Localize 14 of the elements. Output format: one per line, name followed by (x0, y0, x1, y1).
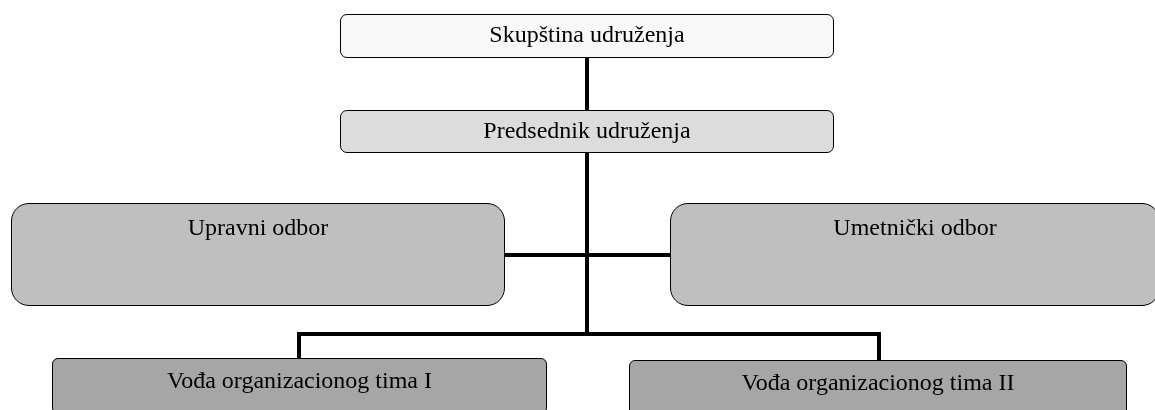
box-label: Upravni odbor (187, 214, 329, 241)
box-label: Vođa organizacionog tima I (166, 367, 432, 394)
box-label: Vođa organizacionog tima II (741, 369, 1015, 396)
org-box (629, 360, 1127, 410)
connector-line (585, 58, 589, 110)
box-label: Umetnički odbor (833, 214, 997, 241)
org-box (670, 203, 1155, 306)
org-box (340, 110, 834, 153)
box-label: Skupština udruženja (489, 21, 685, 48)
connector-line (585, 153, 881, 360)
org-box (11, 203, 505, 306)
org-box (52, 358, 547, 410)
org-box (340, 14, 834, 58)
box-label: Predsednik udruženja (483, 117, 691, 144)
